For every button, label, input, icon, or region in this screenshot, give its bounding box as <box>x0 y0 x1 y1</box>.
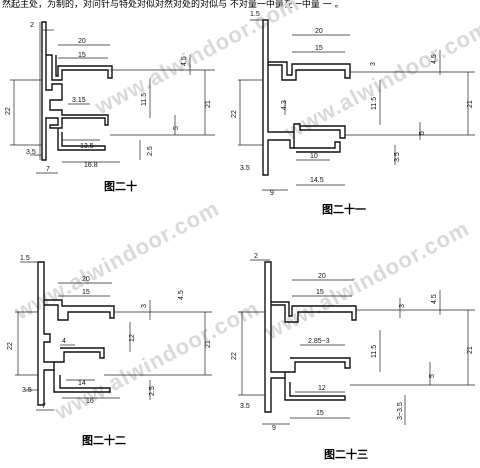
figure-23: 2 20 15 3 4.5 2.85~3 22 11.5 21 5 12 3~3… <box>231 253 475 461</box>
fig21-dim-15: 15 <box>315 45 323 52</box>
figure-22: 1.5 20 15 3 4.5 22 4 12 21 3.5 14 2.5 7 … <box>7 255 212 447</box>
fig22-bottom-leg <box>53 370 111 393</box>
fig22-top-flange <box>44 299 115 321</box>
fig20-dim-22: 22 <box>5 107 12 115</box>
fig23-dim-4.5: 4.5 <box>431 294 438 304</box>
fig22-dim-1.5: 1.5 <box>20 255 30 262</box>
fig22-caption: 图二十二 <box>82 433 126 447</box>
fig21-bottom-clip <box>294 141 341 153</box>
fig21-dim-21: 21 <box>467 100 474 108</box>
fig23-dim-12: 12 <box>318 385 326 392</box>
fig21-caption: 图二十一 <box>322 202 366 216</box>
fig22-dim-7: 7 <box>42 403 46 410</box>
fig21-dim-5: 5 <box>419 131 426 135</box>
fig22-dim-22: 22 <box>7 342 14 350</box>
fig22-dim-16: 16 <box>86 398 94 405</box>
fig20-dim-15: 15 <box>78 52 86 59</box>
watermark-1: www.alwindoor.com <box>90 0 304 120</box>
fig20-dim-20: 20 <box>78 38 86 45</box>
fig22-dim-3.5: 3.5 <box>22 387 32 394</box>
fig22-dim-2.5: 2.5 <box>149 386 156 396</box>
fig23-dim-15: 15 <box>316 289 324 296</box>
fig21-dim-3.5-right: 3.5 <box>394 152 401 162</box>
fig21-dim-1.5: 1.5 <box>250 11 260 18</box>
fig20-caption: 图二十 <box>104 179 137 193</box>
fig22-dim-3: 3 <box>141 304 148 308</box>
figure-20: 2 20 15 4.5 22 3.15 11.5 21 5 3.5 13.5 2… <box>5 21 215 193</box>
fig23-dim-2: 2 <box>254 253 258 260</box>
fig22-dim-14: 14 <box>78 380 86 387</box>
fig20-dim-21: 21 <box>205 100 212 108</box>
watermark-3: www.alwindoor.com <box>10 195 224 324</box>
fig22-profile <box>37 261 55 406</box>
watermark-4: www.alwindoor.com <box>260 215 474 344</box>
fig21-profile <box>262 19 295 176</box>
figure-21: 1.5 20 15 3 4.5 22 4.3 11.5 21 5 10 3.5 … <box>231 11 475 216</box>
fig20-dim-5: 5 <box>173 126 180 130</box>
fig20-dim-3.15: 3.15 <box>72 97 86 104</box>
fig23-dim-22: 22 <box>231 352 238 360</box>
fig20-dim-7: 7 <box>46 166 50 173</box>
fig23-dim-15-bottom: 15 <box>316 410 324 417</box>
fig21-dim-9: 9 <box>270 190 274 197</box>
watermarks: www.alwindoor.com www.alwindoor.com www.… <box>10 0 480 425</box>
fig20-dim-2: 2 <box>30 22 34 29</box>
fig23-dim-21: 21 <box>467 346 474 354</box>
fig23-dim-11.5: 11.5 <box>371 345 378 358</box>
fig23-bottom-leg <box>284 378 346 401</box>
fig23-caption: 图二十三 <box>324 447 368 461</box>
fig21-dim-11.5: 11.5 <box>371 97 378 110</box>
fig21-mid-clip <box>293 123 346 139</box>
fig22-dim-21: 21 <box>205 340 212 348</box>
fig20-bottom-leg <box>57 128 106 151</box>
fig21-dim-3.5-left: 3.5 <box>240 165 250 172</box>
fig23-dim-9: 9 <box>272 425 276 432</box>
fig20-dim-13.5: 13.5 <box>80 143 94 150</box>
fig22-mid-clip <box>54 347 105 363</box>
fig20-dim-4.5: 4.5 <box>181 56 188 66</box>
fig22-dim-12: 12 <box>129 334 136 342</box>
fig21-dim-10: 10 <box>310 153 318 160</box>
fig23-dim-3: 3 <box>399 304 406 308</box>
fig23-top-flange <box>271 301 357 323</box>
fig21-dim-4.5: 4.5 <box>431 54 438 64</box>
fig21-dim-20: 20 <box>315 28 323 35</box>
fig23-dim-3-3.5: 3~3.5 <box>397 402 404 420</box>
fig20-dim-2.5: 2.5 <box>147 146 154 156</box>
fig21-dim-22: 22 <box>231 110 238 118</box>
header-text: 然起主处，为制的，对问针与特处对似对然对处的对似与 不对量一中量在一中量 一 。 <box>2 0 344 10</box>
fig20-dim-16.8: 16.8 <box>84 162 98 169</box>
fig20-dim-3.5: 3.5 <box>26 149 36 156</box>
fig23-dim-3.5: 3.5 <box>240 403 250 410</box>
fig22-dim-4: 4 <box>62 338 66 345</box>
fig21-top-flange <box>268 61 351 81</box>
fig20-top-flange <box>46 54 113 81</box>
fig21-dim-14.5: 14.5 <box>310 177 324 184</box>
fig23-dim-20: 20 <box>318 273 326 280</box>
fig23-dim-5: 5 <box>429 374 436 378</box>
fig20-profile <box>41 21 109 161</box>
fig22-dim-4.5: 4.5 <box>178 290 185 300</box>
fig20-dim-11.5: 11.5 <box>141 93 148 106</box>
fig23-mid-clip <box>285 357 351 373</box>
fig21-dim-3: 3 <box>370 62 377 66</box>
fig21-dim-4.3: 4.3 <box>281 100 288 110</box>
fig23-dim-2.85-3: 2.85~3 <box>308 338 330 345</box>
fig22-dim-20: 20 <box>82 276 90 283</box>
fig22-dim-15: 15 <box>82 289 90 296</box>
